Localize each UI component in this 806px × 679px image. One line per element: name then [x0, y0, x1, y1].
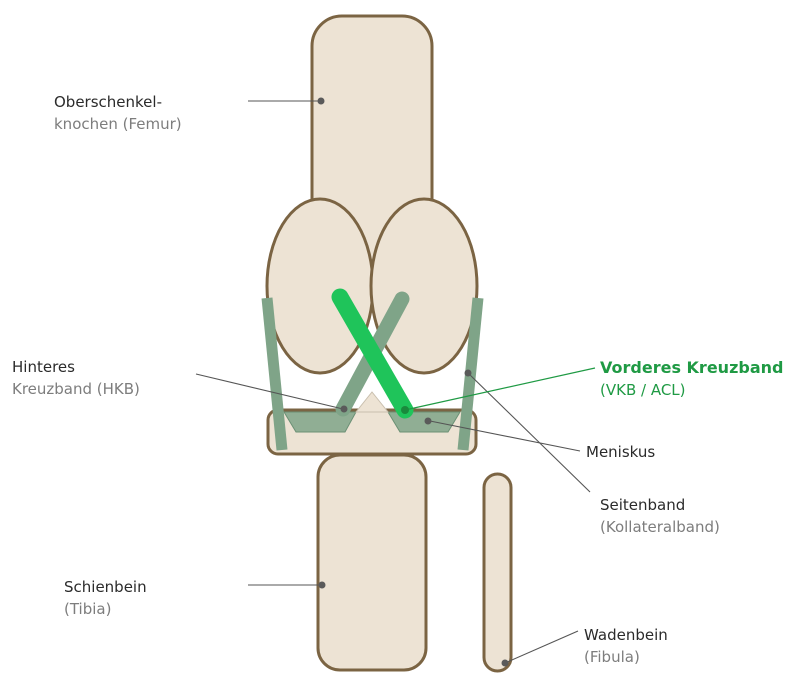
label-pcl: Hinteres Kreuzband (HKB) — [12, 356, 140, 400]
leader-fibula — [505, 631, 578, 663]
femur-condyle-left — [267, 199, 373, 373]
dot-fibula — [502, 660, 509, 667]
label-meniscus: Meniskus — [586, 441, 655, 463]
label-acl-sub: (VKB / ACL) — [600, 379, 783, 401]
label-tibia-sub: (Tibia) — [64, 598, 147, 620]
dot-pcl — [341, 406, 348, 413]
label-femur-sub: knochen (Femur) — [54, 113, 182, 135]
label-fibula-main: Wadenbein — [584, 624, 668, 646]
label-fibula: Wadenbein (Fibula) — [584, 624, 668, 668]
dot-tibia — [319, 582, 326, 589]
fibula — [484, 474, 511, 671]
femur-condyle-right — [371, 199, 477, 373]
tibia-shaft — [318, 455, 426, 670]
label-tibia: Schienbein (Tibia) — [64, 576, 147, 620]
label-tibia-main: Schienbein — [64, 576, 147, 598]
label-acl: Vorderes Kreuzband (VKB / ACL) — [600, 357, 783, 401]
dot-meniscus — [425, 418, 432, 425]
label-pcl-sub: Kreuzband (HKB) — [12, 378, 140, 400]
label-femur: Oberschenkel- knochen (Femur) — [54, 91, 182, 135]
label-pcl-main: Hinteres — [12, 356, 140, 378]
intercondylar-notch — [356, 392, 388, 412]
label-femur-main: Oberschenkel- — [54, 91, 182, 113]
label-acl-main: Vorderes Kreuzband — [600, 357, 783, 379]
label-collateral: Seitenband (Kollateralband) — [600, 494, 720, 538]
dot-collateral — [465, 370, 472, 377]
dot-acl — [401, 406, 409, 414]
label-collateral-main: Seitenband — [600, 494, 720, 516]
dot-femur — [318, 98, 325, 105]
label-collateral-sub: (Kollateralband) — [600, 516, 720, 538]
label-fibula-sub: (Fibula) — [584, 646, 668, 668]
label-meniscus-main: Meniskus — [586, 441, 655, 463]
